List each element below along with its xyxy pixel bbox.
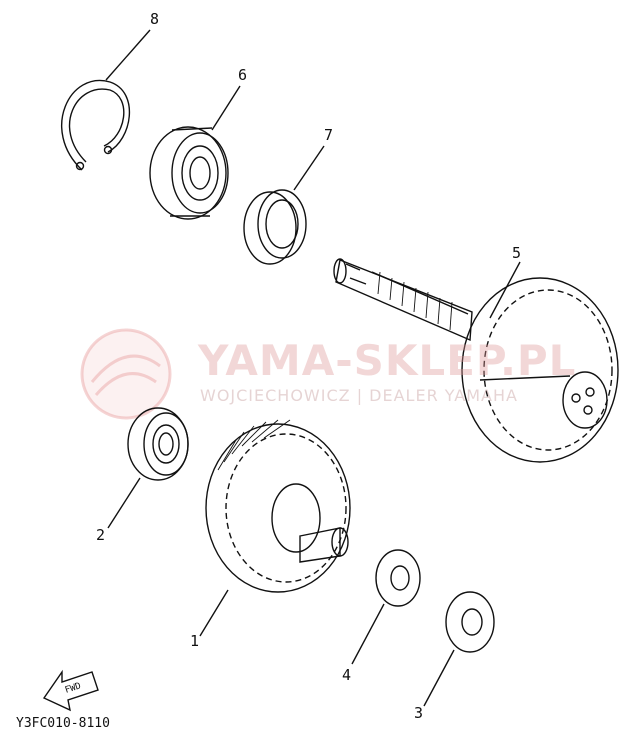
callout-2: 2 — [96, 526, 105, 544]
callout-7: 7 — [324, 126, 333, 144]
forward-direction-arrow-icon — [42, 669, 99, 712]
part-1-primary-gear — [199, 419, 351, 637]
drawing-code: Y3FC010-8110 — [16, 716, 110, 731]
callout-3: 3 — [414, 704, 423, 722]
direction-label: FWD — [64, 681, 83, 696]
callout-4: 4 — [342, 666, 351, 684]
part-3-washer — [423, 591, 495, 707]
watermark-subtitle: WOJCIECHOWICZ | DEALER YAMAHA — [200, 386, 518, 405]
callout-1: 1 — [190, 632, 199, 650]
part-8-circlip — [61, 29, 151, 171]
part-4-washer — [351, 549, 421, 665]
callout-6: 6 — [238, 66, 247, 84]
watermark-title: YAMA-SKLEP.PL — [198, 336, 577, 385]
part-7-oil-seal — [243, 145, 325, 265]
callout-8: 8 — [150, 10, 159, 28]
callout-5: 5 — [512, 244, 521, 262]
part-5-main-axle — [333, 258, 619, 463]
part-2-bearing — [107, 407, 189, 529]
part-6-bearing — [149, 85, 241, 220]
watermark-logo-icon — [80, 328, 172, 420]
